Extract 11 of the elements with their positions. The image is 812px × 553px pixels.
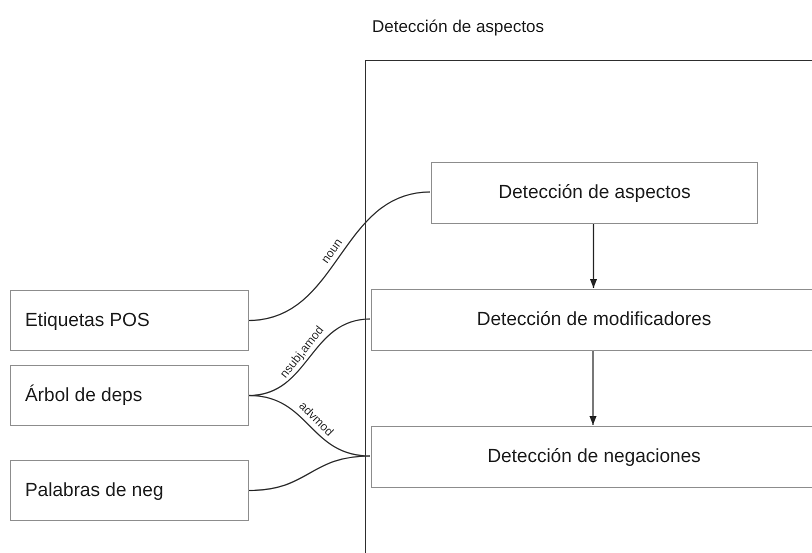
connector-line	[248, 455, 370, 492]
group-heading: Detección de aspectos	[372, 17, 544, 37]
arrow	[590, 223, 598, 288]
process-box: Palabras de neg	[10, 460, 249, 521]
process-box: Detección de negaciones	[371, 426, 812, 488]
connector-line	[248, 191, 430, 322]
process-box: Detección de aspectos	[431, 162, 758, 224]
arrow	[589, 350, 597, 425]
process-box: Árbol de deps	[10, 365, 249, 426]
process-box: Detección de modificadores	[371, 289, 812, 351]
process-box: Etiquetas POS	[10, 290, 249, 351]
